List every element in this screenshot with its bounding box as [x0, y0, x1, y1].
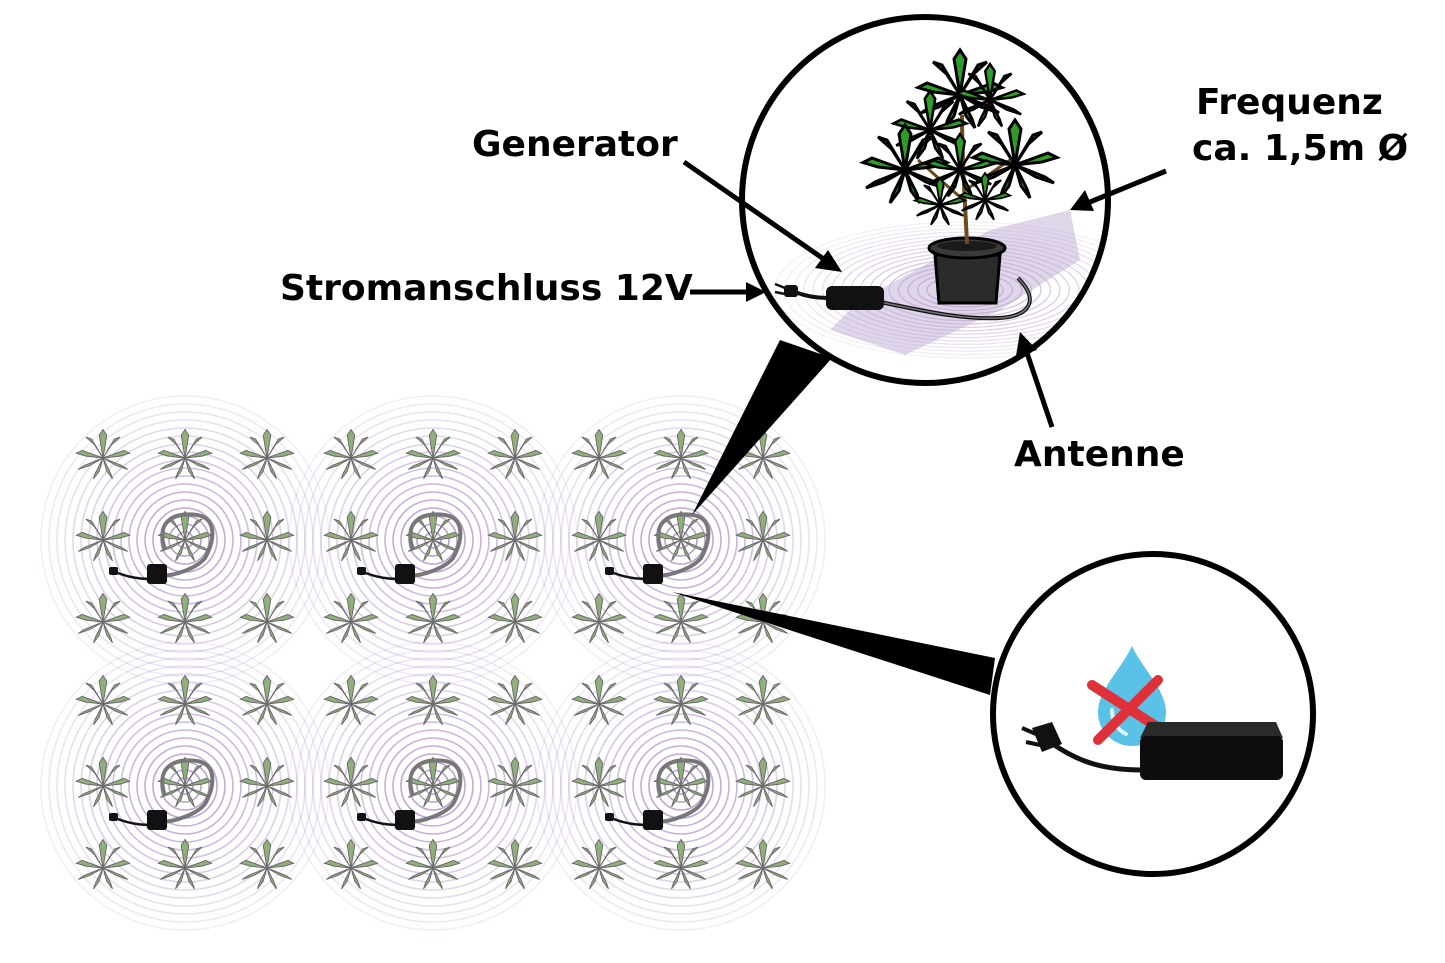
plug-icon: [357, 567, 366, 575]
generator-icon: [147, 810, 167, 830]
antenna-icon: [655, 512, 711, 578]
antenna-icon: [159, 758, 215, 824]
plant-icon: [861, 48, 1059, 245]
generator-icon: [1140, 722, 1283, 780]
antenna-icon: [655, 758, 711, 824]
plug-icon: [357, 813, 366, 821]
pointer-arrows: [682, 159, 1167, 428]
generator-icon: [643, 564, 663, 584]
detail-circle-bottom: [990, 551, 1316, 877]
arrow-frequency-icon: [1070, 168, 1167, 211]
generator-icon: [643, 810, 663, 830]
generator-icon: [826, 286, 884, 310]
pot-icon: [927, 236, 1007, 305]
label-generator: Generator: [472, 124, 678, 165]
frequency-waves: [40, 641, 330, 931]
label-frequency: Frequenz: [1196, 82, 1383, 123]
arrow-power-icon: [690, 282, 766, 302]
plug-icon: [109, 567, 118, 575]
arrow-antenna-icon: [1016, 332, 1055, 428]
plug-icon: [1021, 722, 1062, 752]
antenna-icon: [159, 512, 215, 578]
plug-icon: [605, 813, 614, 821]
plug-icon: [774, 282, 829, 300]
grid-cell: [40, 395, 330, 685]
frequency-waves: [536, 395, 826, 685]
antenna-icon: [407, 758, 463, 824]
plug-icon: [605, 567, 614, 575]
grid-cell: [536, 641, 826, 931]
callout-wedge-top: [692, 340, 832, 515]
label-antenna: Antenne: [1014, 434, 1185, 475]
grid-cell: [40, 641, 330, 931]
grid-cell: [288, 395, 578, 685]
antenna-icon: [407, 512, 463, 578]
generator-icon: [395, 810, 415, 830]
callout-wedge-bottom: [672, 592, 995, 695]
plant-grid: [40, 395, 826, 931]
label-frequency-diameter: ca. 1,5m Ø: [1192, 128, 1409, 169]
label-power-connection: Stromanschluss 12V: [280, 268, 693, 309]
grid-cell: [288, 641, 578, 931]
generator-icon: [147, 564, 167, 584]
arrow-generator-icon: [682, 159, 842, 272]
generator-icon: [395, 564, 415, 584]
plug-icon: [109, 813, 118, 821]
grid-cell: [536, 395, 826, 685]
